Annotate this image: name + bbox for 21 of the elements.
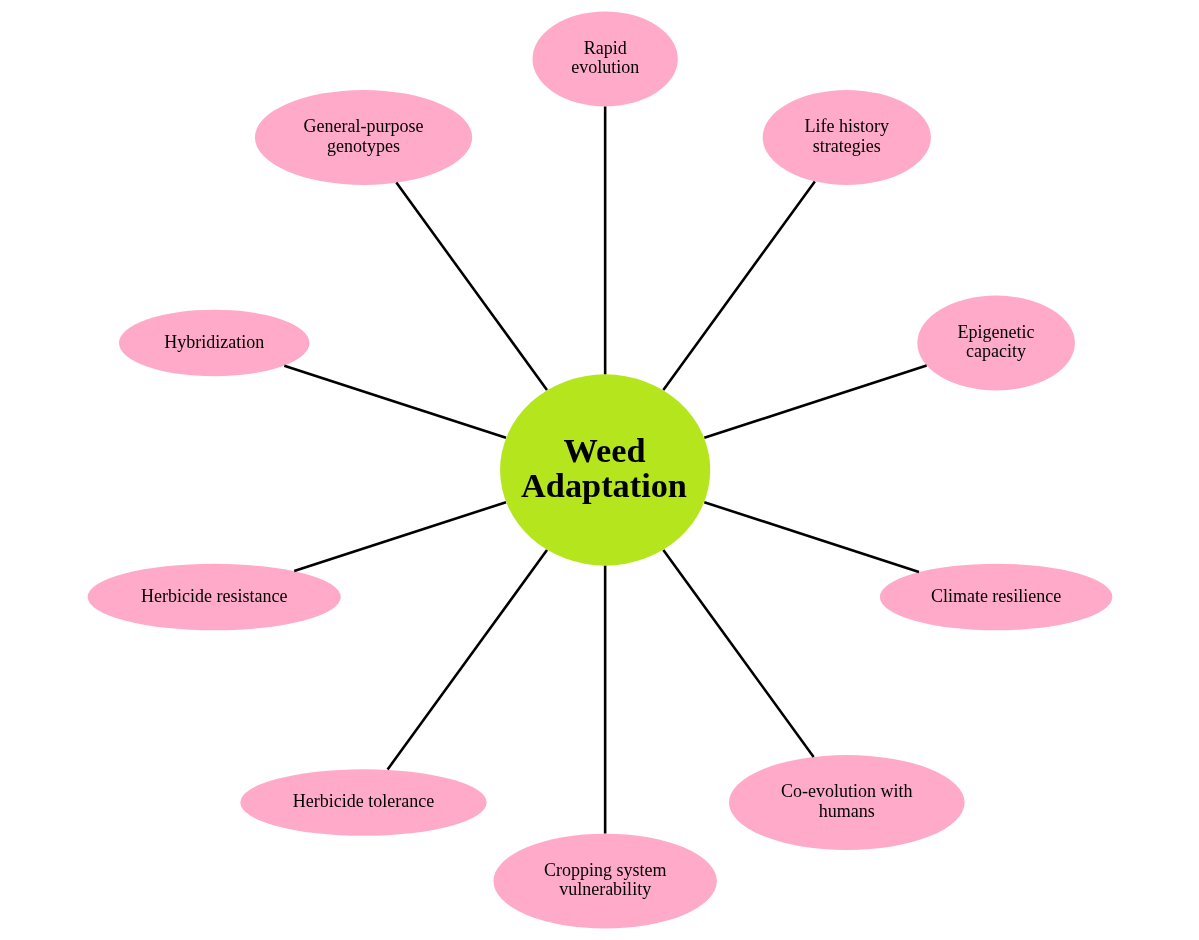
connector (603, 106, 606, 375)
node-ellipse: Hybridization (118, 309, 309, 377)
node-ellipse: Herbicide resistance (87, 563, 341, 631)
node-ellipse: Co-evolution with humans (728, 755, 965, 850)
connector (703, 501, 919, 574)
connector (293, 501, 506, 573)
connector (386, 549, 548, 771)
connector (394, 181, 548, 391)
node-ellipse: Life history strategies (762, 90, 931, 185)
node-ellipse: Cropping system vulnerability (492, 833, 717, 929)
node-ellipse: Herbicide tolerance (239, 769, 487, 836)
connector (603, 565, 606, 834)
node-ellipse: Epigenetic capacity (916, 295, 1075, 391)
connector (703, 364, 927, 439)
node-circle: Weed Adaptation (499, 374, 710, 566)
connector (661, 549, 815, 758)
connector (283, 364, 506, 439)
node-ellipse: Climate resilience (879, 563, 1112, 631)
connector (661, 180, 816, 391)
node-ellipse: Rapid evolution (532, 11, 678, 107)
node-ellipse: General-purpose genotypes (254, 90, 472, 185)
